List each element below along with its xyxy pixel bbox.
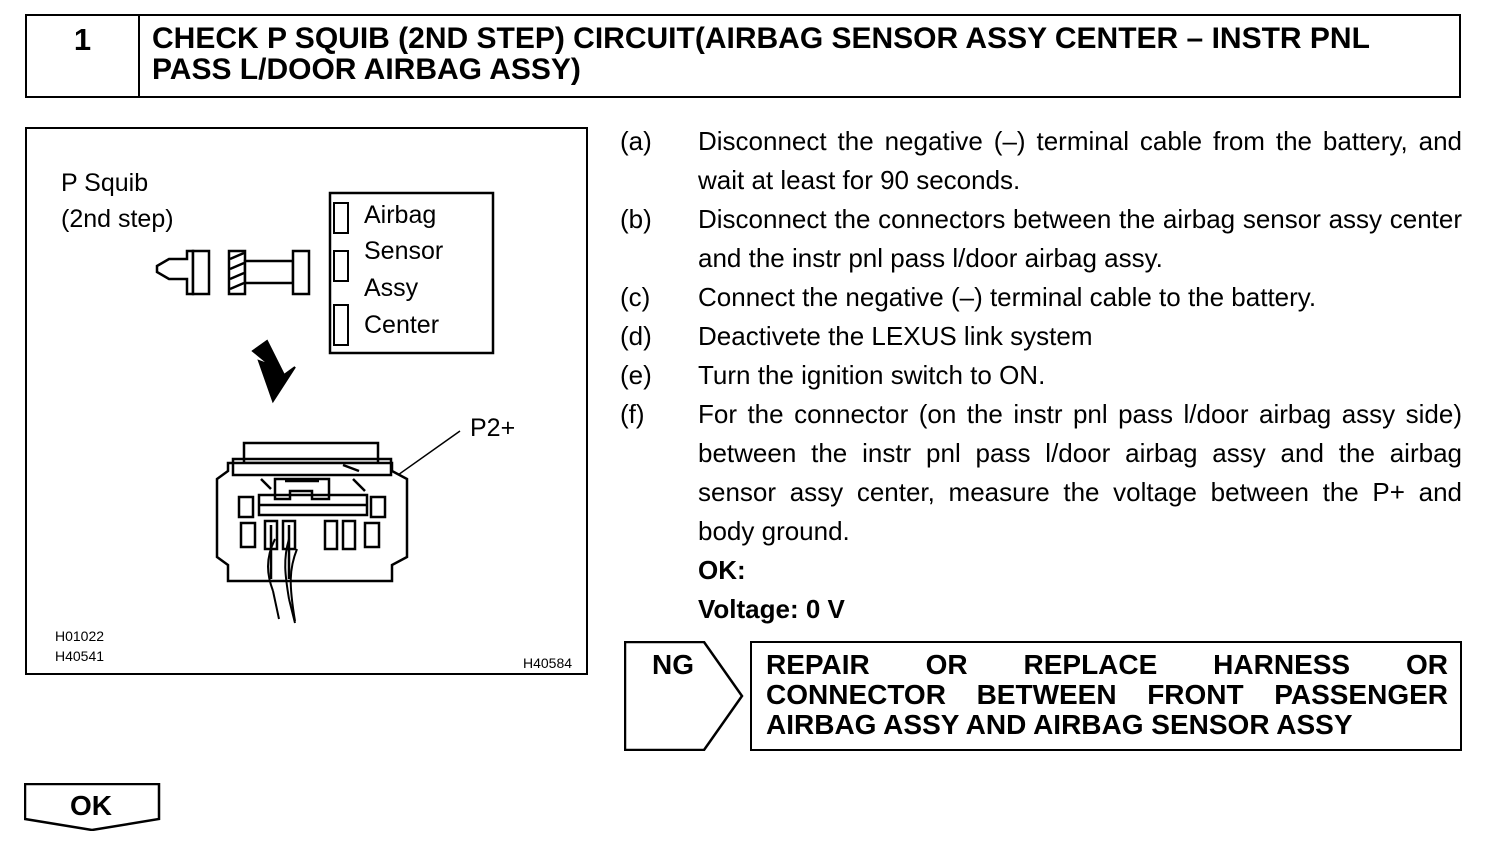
- procedure-step: (d) Deactivete the LEXUS link system: [620, 317, 1462, 356]
- procedure-step: (c) Connect the negative (–) terminal ca…: [620, 278, 1462, 317]
- step-text: For the connector (on the instr pnl pass…: [698, 399, 1462, 546]
- sensor-label-line: Center: [364, 311, 440, 339]
- step-number: 1: [27, 16, 140, 96]
- step-header: 1 CHECK P SQUIB (2ND STEP) CIRCUIT(AIRBA…: [25, 14, 1461, 98]
- step-letter: (a): [620, 126, 652, 156]
- ng-repair-instruction: REPAIR OR REPLACE HARNESS OR CONNECTOR B…: [750, 641, 1462, 751]
- ng-instruction-line: REPAIR OR REPLACE HARNESS OR: [766, 649, 1448, 680]
- procedure-step: (e) Turn the ignition switch to ON.: [620, 356, 1462, 395]
- arrow-down-icon: [251, 339, 296, 404]
- ok-criteria-spec: Voltage: 0 V: [698, 594, 845, 624]
- step-title: CHECK P SQUIB (2ND STEP) CIRCUIT(AIRBAG …: [152, 22, 1370, 86]
- procedure-step: (f) For the connector (on the instr pnl …: [620, 395, 1462, 551]
- ok-arrow-icon: [24, 783, 161, 831]
- step-letter: (e): [620, 360, 652, 390]
- step-letter: (b): [620, 204, 652, 234]
- figure-code: H40541: [55, 648, 105, 664]
- sensor-label-line: Assy: [364, 274, 419, 302]
- procedure-step: (a) Disconnect the negative (–) terminal…: [620, 122, 1462, 200]
- ok-label: OK: [70, 790, 112, 821]
- figure-code: H01022: [55, 628, 105, 644]
- ng-label: NG: [652, 649, 694, 680]
- procedure-list: (a) Disconnect the negative (–) terminal…: [620, 122, 1462, 629]
- sensor-label-line: Airbag: [364, 201, 437, 229]
- connector-diagram: [155, 191, 495, 624]
- wiring-illustration: P Squib (2nd step) Airbag Sensor Assy Ce…: [25, 127, 588, 675]
- sensor-label-line: Sensor: [364, 237, 444, 265]
- step-text: Connect the negative (–) terminal cable …: [698, 282, 1317, 312]
- squib-label: P Squib: [61, 169, 149, 197]
- ng-arrow-icon: [624, 641, 744, 751]
- terminal-label: P2+: [470, 414, 516, 442]
- ng-branch-tab[interactable]: NG: [624, 641, 744, 751]
- step-letter: (f): [620, 399, 645, 429]
- ok-criteria-label: OK:: [698, 555, 746, 585]
- ng-instruction-line: AIRBAG ASSY AND AIRBAG SENSOR ASSY: [766, 709, 1353, 740]
- connector-face-icon: [215, 441, 409, 624]
- squib-connector-icon: [155, 249, 311, 296]
- squib-step-label: (2nd step): [61, 205, 174, 233]
- step-letter: (c): [620, 282, 651, 312]
- figure-code: H40584: [523, 655, 573, 671]
- procedure-step: (b) Disconnect the connectors between th…: [620, 200, 1462, 278]
- step-text: Disconnect the connectors between the ai…: [698, 204, 1462, 273]
- ng-instruction-line: CONNECTOR BETWEEN FRONT PASSENGER: [766, 679, 1448, 710]
- step-text: Turn the ignition switch to ON.: [698, 360, 1046, 390]
- ok-branch-tab[interactable]: OK: [24, 783, 162, 831]
- step-text: Disconnect the negative (–) terminal cab…: [698, 126, 1462, 195]
- step-text: Deactivete the LEXUS link system: [698, 321, 1093, 351]
- step-letter: (d): [620, 321, 652, 351]
